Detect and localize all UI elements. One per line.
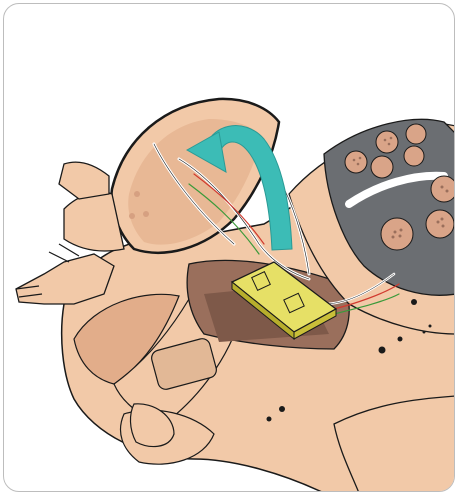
left-fingers	[15, 243, 80, 298]
manikin-illustration	[15, 97, 454, 491]
chest-plate-band	[345, 171, 448, 208]
chest-plate-dots	[344, 123, 454, 251]
battery-pack-icon	[230, 261, 338, 341]
flap-holes	[129, 191, 149, 219]
knee-shape	[129, 403, 175, 448]
left-hand	[15, 253, 115, 305]
flap-inner	[128, 119, 262, 245]
flap-base-left	[58, 161, 110, 200]
hip-segment-1	[73, 293, 180, 385]
hip-pad	[151, 338, 217, 390]
chest-plate-dot-holes	[352, 136, 449, 239]
illustration-frame	[3, 3, 455, 492]
curved-arrow-icon	[185, 125, 293, 251]
right-arm	[333, 395, 454, 491]
body-details	[266, 299, 432, 422]
